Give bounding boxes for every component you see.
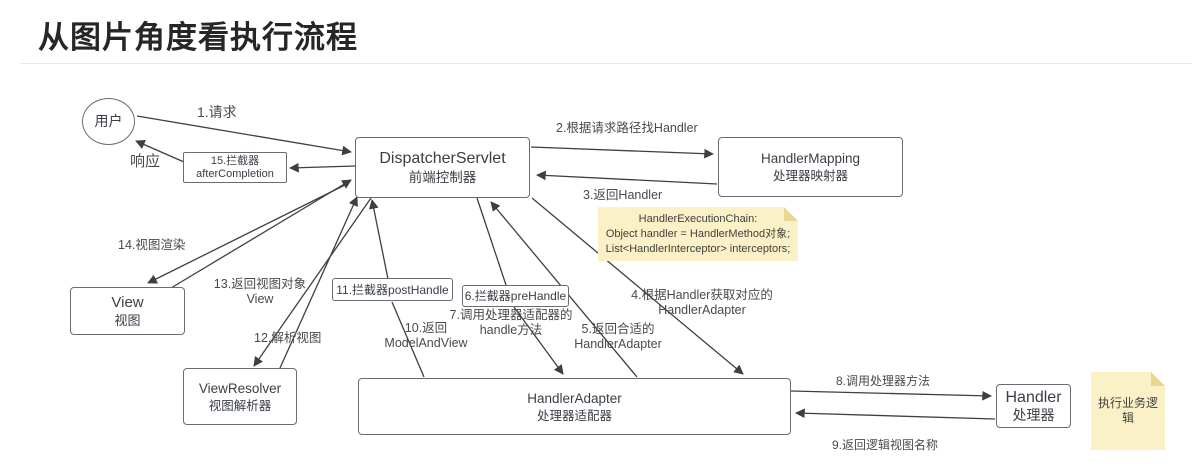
label-step7-call-handle: 7.调用处理器适配器的 handle方法 [449,308,573,337]
arrow-return-handler [536,170,718,185]
label-step13-return-view-object: 13.返回视图对象 View [213,277,307,306]
arrow-return-view-object [279,196,358,369]
execution-chain-line3: List<HandlerInterceptor> interceptors; [605,242,791,255]
node-handler: Handler 处理器 [996,384,1071,428]
arrow-dispatcher-to-aftercompletion [289,162,356,173]
note-business-logic: 执行业务逻辑 [1091,372,1165,450]
label-step8-call-handler: 8.调用处理器方法 [836,374,931,388]
node-view: View 视图 [70,287,185,335]
label-step1-request: 1.请求 [197,104,237,120]
arrow-return-view-name [795,408,996,420]
label-step5-return-adapter: 5.返回合适的 HandlerAdapter [574,322,662,351]
node-user-label: 用户 [94,113,123,129]
arrow-aftercompletion-to-user [135,140,185,163]
prehandle-label: 6.拦截器preHandle [464,289,567,303]
handler-mapping-line1: HandlerMapping [760,151,861,166]
node-prehandle-interceptor: 6.拦截器preHandle [462,285,569,307]
execution-chain-line2: Object handler = HandlerMethod对象; [605,227,791,240]
arrow-view-to-dispatcher [170,179,352,289]
handler-line2: 处理器 [1012,407,1055,423]
arrow-get-adapter [531,197,744,375]
dispatcher-line2: 前端控制器 [408,169,477,185]
label-response: 响应 [130,153,161,170]
handler-adapter-line2: 处理器适配器 [536,408,612,423]
label-step10-return-modelandview: 10.返回 ModelAndView [384,321,468,350]
execution-chain-line1: HandlerExecutionChain: [638,212,758,225]
arrow-return-modelandview [368,199,389,280]
arrow-find-handler [530,146,714,159]
posthandle-label: 11.拦截器postHandle [336,282,449,297]
node-handler-mapping: HandlerMapping 处理器映射器 [718,137,903,197]
arrow-call-handler [790,390,992,401]
arrow-render-view [147,182,350,284]
label-step12-resolve-view: 12.解析视图 [254,331,322,345]
node-posthandle-interceptor: 11.拦截器postHandle [332,278,453,301]
arrow-request [136,115,352,156]
line-dispatcher-to-prehandle [476,197,507,286]
view-line2: 视图 [114,312,141,328]
node-handler-adapter: HandlerAdapter 处理器适配器 [358,378,791,435]
title-divider [20,63,1192,64]
label-step4-get-adapter: 4.根据Handler获取对应的 HandlerAdapter [631,288,773,317]
view-resolver-line2: 视图解析器 [208,398,272,413]
arrow-call-handle-method [513,306,564,375]
page-title: 从图片角度看执行流程 [38,20,358,55]
label-step9-return-view-name: 9.返回逻辑视图名称 [832,438,939,452]
dispatcher-line1: DispatcherServlet [379,149,506,167]
arrow-resolve-view [253,197,372,367]
aftercompletion-line2: afterCompletion [196,167,274,180]
handler-mapping-line2: 处理器映射器 [772,169,848,183]
handler-line1: Handler [1005,389,1062,406]
node-dispatcher-servlet: DispatcherServlet 前端控制器 [355,137,530,198]
aftercompletion-line1: 15.拦截器 [210,154,260,167]
node-aftercompletion-interceptor: 15.拦截器 afterCompletion [183,152,287,183]
node-user: 用户 [82,98,135,145]
label-step2-find-handler: 2.根据请求路径找Handler [556,121,698,135]
label-step3-return-handler: 3.返回Handler [583,188,663,202]
handler-adapter-line1: HandlerAdapter [527,390,622,406]
view-resolver-line1: ViewResolver [198,380,282,396]
note-handler-execution-chain: HandlerExecutionChain: Object handler = … [598,207,798,261]
line-adapter-to-posthandle [391,301,425,378]
node-view-resolver: ViewResolver 视图解析器 [183,368,297,425]
business-logic-text: 执行业务逻辑 [1097,396,1158,425]
view-line1: View [111,293,144,311]
label-step14-render-view: 14.视图渲染 [118,238,186,252]
